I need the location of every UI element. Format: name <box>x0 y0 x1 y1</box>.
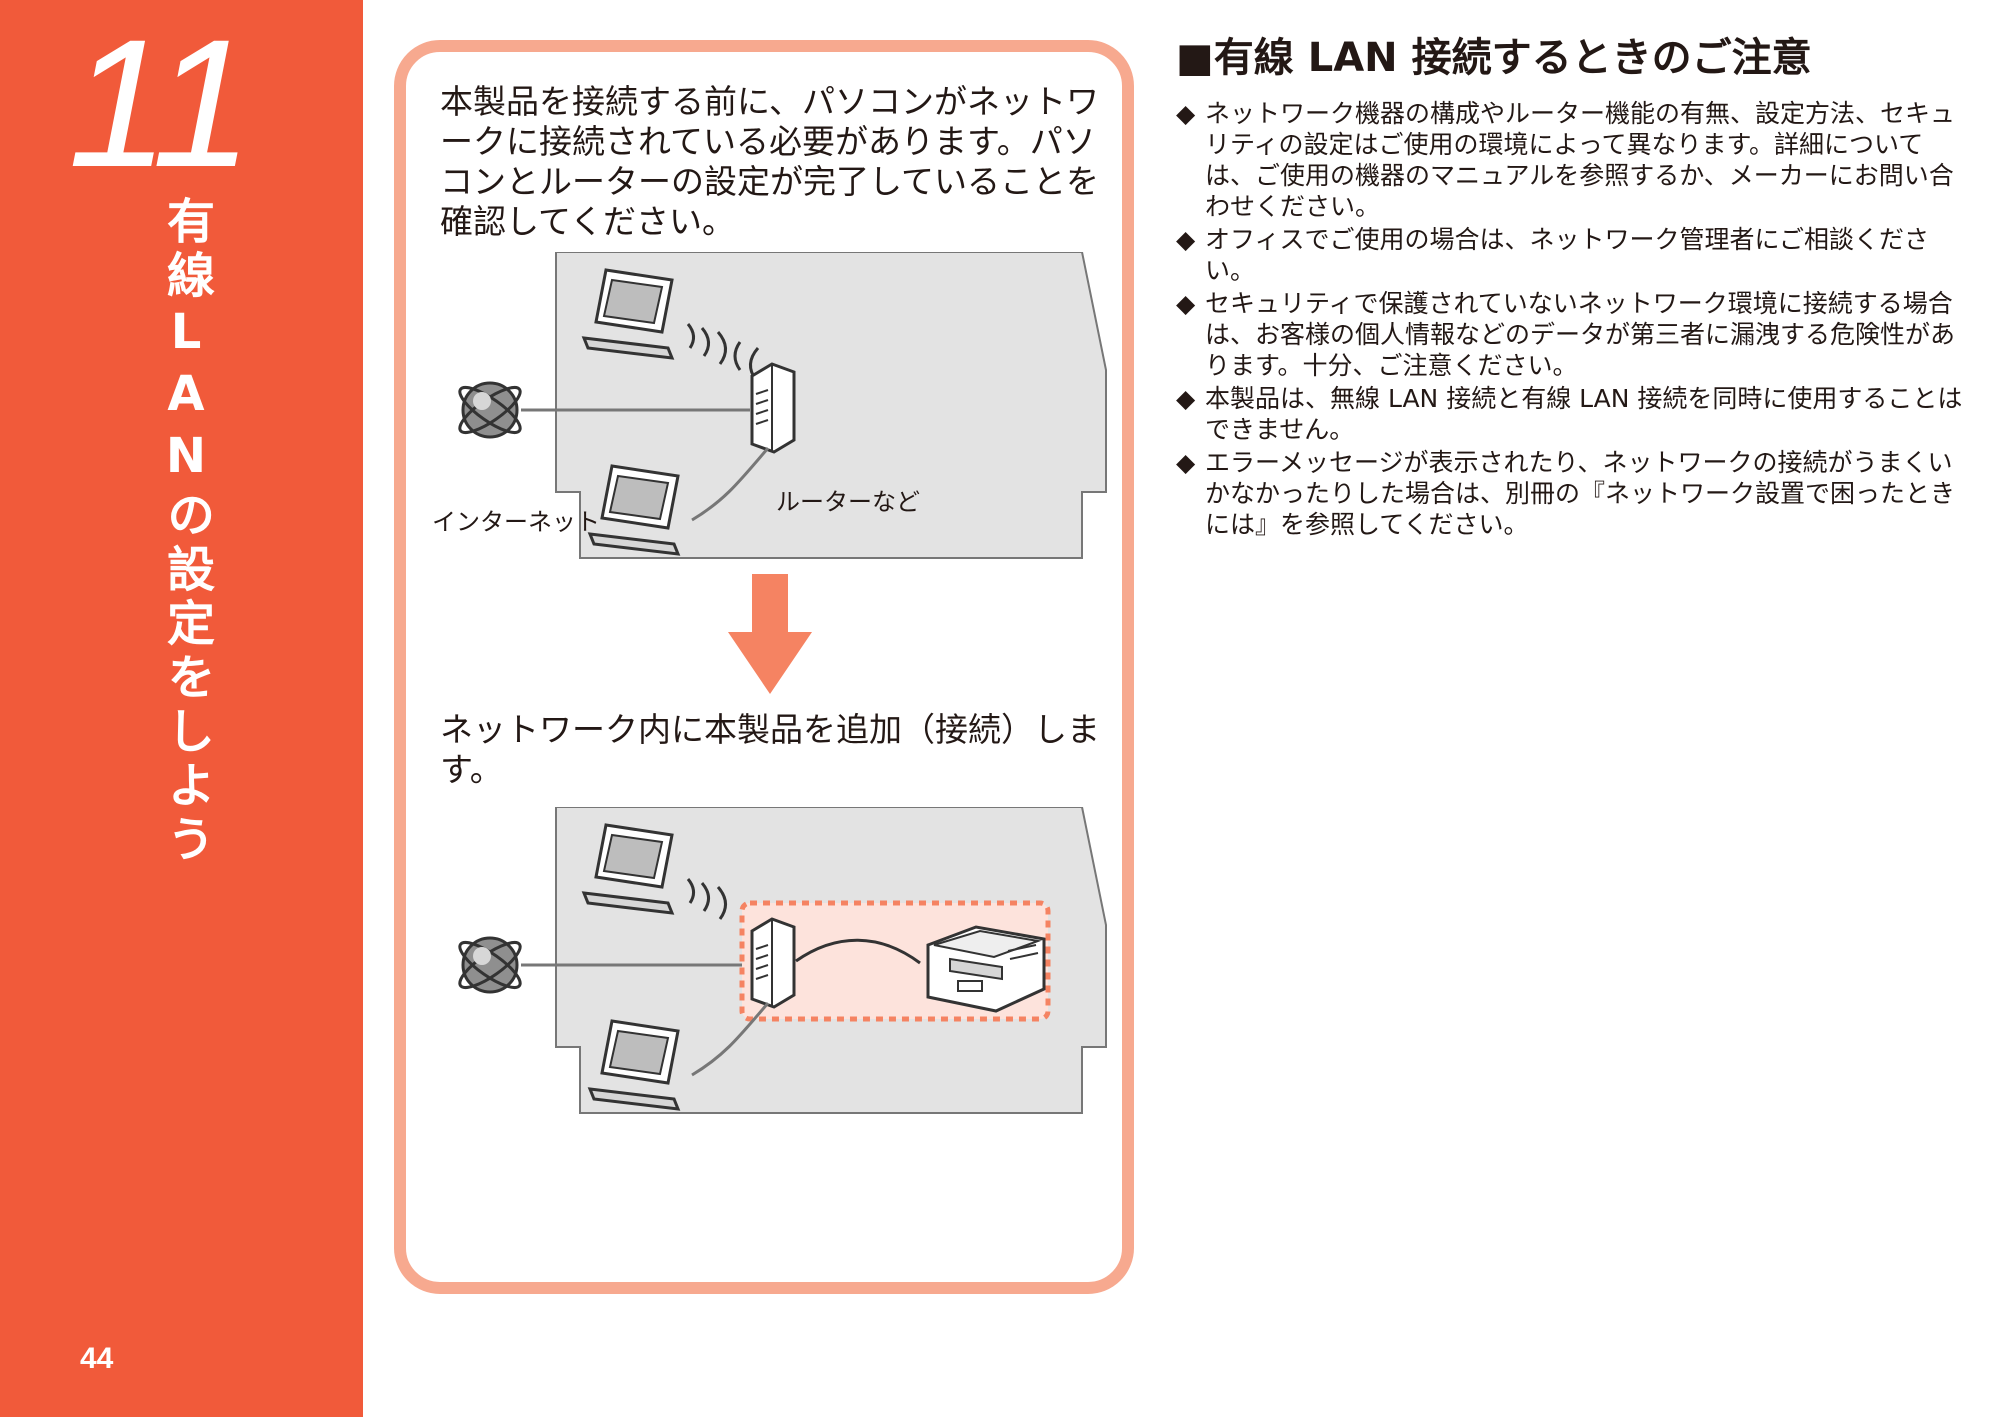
network-before-diagram-drawing <box>458 251 1107 559</box>
chapter-sidebar: 11 有線LANの設定をしよう 44 <box>0 0 363 1417</box>
note-text: エラーメッセージが表示されたり、ネットワークの接続がうまくいかなかったりした場合… <box>1205 448 1956 539</box>
house-outline <box>555 251 1107 559</box>
note-item: ◆ ネットワーク機器の構成やルーター機能の有無、設定方法、セキュリティの設定はご… <box>1176 98 1966 222</box>
note-text: 本製品は、無線 LAN 接続と有線 LAN 接続を同時に使用することはできません… <box>1205 384 1963 444</box>
printer-cable <box>795 938 921 965</box>
note-item: ◆ オフィスでご使用の場合は、ネットワーク管理者にご相談ください。 <box>1176 224 1966 286</box>
add-printer-instruction: ネットワーク内に本製品を追加（接続）します。 <box>440 710 1100 789</box>
router-icon <box>750 362 796 454</box>
note-item: ◆ セキュリティで保護されていないネットワーク環境に接続する場合は、お客様の個人… <box>1176 288 1966 381</box>
printer-icon <box>926 925 1046 1013</box>
note-text: ネットワーク機器の構成やルーター機能の有無、設定方法、セキュリティの設定はご使用… <box>1205 99 1956 221</box>
wireless-signal-icon <box>686 878 727 920</box>
globe-icon <box>458 381 522 439</box>
note-text: セキュリティで保護されていないネットワーク環境に接続する場合は、お客様の個人情報… <box>1205 289 1956 380</box>
router-icon <box>750 917 796 1009</box>
note-item: ◆ 本製品は、無線 LAN 接続と有線 LAN 接続を同時に使用することはできま… <box>1176 383 1966 445</box>
network-before-diagram: インターネット ルーターなど <box>406 251 1146 572</box>
diamond-bullet-icon: ◆ <box>1176 448 1196 477</box>
lan-cable <box>691 447 770 522</box>
laptop-icon <box>581 823 675 915</box>
note-item: ◆ エラーメッセージが表示されたり、ネットワークの接続がうまくいかなかったりした… <box>1176 447 1966 540</box>
network-after-diagram <box>406 806 1146 1127</box>
before-connection-instruction: 本製品を接続する前に、パソコンがネットワークに接続されている必要があります。パソ… <box>440 82 1100 241</box>
wired-lan-notes-list: ◆ ネットワーク機器の構成やルーター機能の有無、設定方法、セキュリティの設定はご… <box>1176 98 1966 542</box>
note-text: オフィスでご使用の場合は、ネットワーク管理者にご相談ください。 <box>1205 225 1930 285</box>
diamond-bullet-icon: ◆ <box>1176 225 1196 254</box>
lan-cable <box>691 1002 770 1077</box>
laptop-icon <box>581 268 675 360</box>
diamond-bullet-icon: ◆ <box>1176 289 1196 318</box>
diamond-bullet-icon: ◆ <box>1176 384 1196 413</box>
page-number: 44 <box>80 1342 114 1375</box>
network-after-diagram-drawing <box>458 806 1107 1114</box>
connection-instruction-panel: 本製品を接続する前に、パソコンがネットワークに接続されている必要があります。パソ… <box>394 40 1134 1294</box>
chapter-title: 有線LANの設定をしよう <box>158 196 214 868</box>
internet-label: インターネット <box>432 508 600 536</box>
globe-icon <box>458 936 522 994</box>
diamond-bullet-icon: ◆ <box>1176 99 1196 128</box>
laptop-icon <box>587 464 681 556</box>
wireless-signal-icon <box>686 323 760 381</box>
wired-lan-notes-title: ■有線 LAN 接続するときのご注意 <box>1176 35 1812 81</box>
arrow-down-icon <box>728 574 812 694</box>
router-label: ルーターなど <box>776 488 920 516</box>
laptop-icon <box>587 1019 681 1111</box>
step-number: 11 <box>68 1 253 205</box>
